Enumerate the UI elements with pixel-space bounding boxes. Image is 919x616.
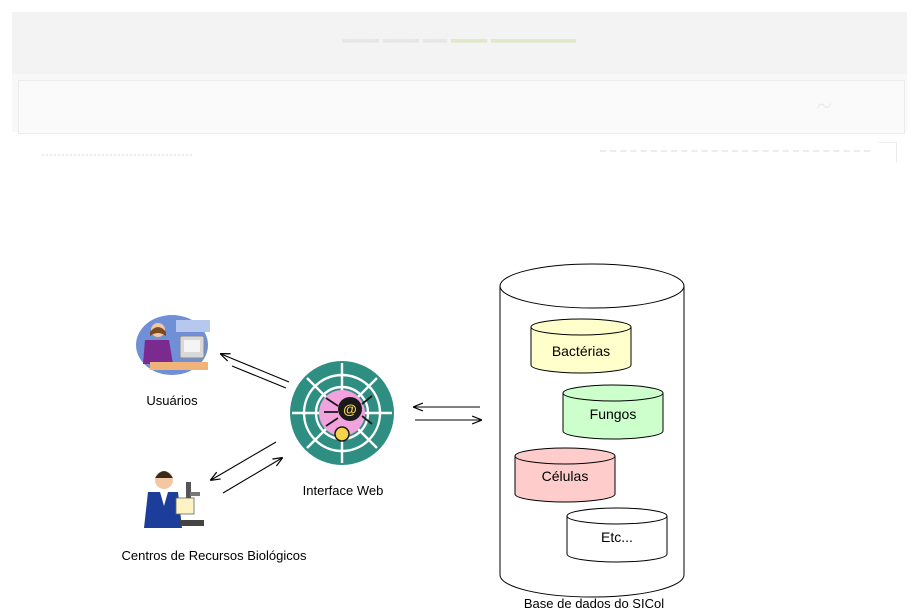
db-item-label: Bactérias bbox=[552, 343, 610, 359]
label-interface-web: Interface Web bbox=[303, 483, 384, 498]
arrow-to-usuarios-a bbox=[221, 354, 290, 383]
faded-dotted-line bbox=[42, 154, 192, 162]
faded-header-banner: ▬▬▬ ▬▬▬ ▬▬ ▬▬▬ ▬▬▬▬▬▬▬ ~ bbox=[12, 12, 907, 134]
svg-text:@: @ bbox=[343, 401, 357, 417]
faded-dashed-line bbox=[600, 150, 870, 162]
arrow-interface-to-centros bbox=[211, 441, 277, 480]
faded-header-box: ~ bbox=[18, 80, 905, 134]
db-item-label: Fungos bbox=[590, 406, 637, 422]
label-database: Base de dados do SICol bbox=[524, 596, 664, 611]
db-item-label: Etc... bbox=[601, 529, 633, 545]
db-item-celulas: Células bbox=[514, 447, 616, 503]
label-centros: Centros de Recursos Biológicos bbox=[122, 548, 307, 563]
db-item-etc: Etc... bbox=[566, 507, 668, 563]
db-item-bacterias: Bactérias bbox=[530, 318, 632, 374]
db-item-fungos: Fungos bbox=[562, 384, 664, 440]
faded-header-strip: ▬▬▬ ▬▬▬ ▬▬ ▬▬▬ ▬▬▬▬▬▬▬ bbox=[12, 12, 907, 74]
web-spider-icon: @ bbox=[290, 361, 394, 465]
scientist-microscope-icon bbox=[144, 471, 204, 528]
db-item-label: Células bbox=[542, 468, 589, 484]
label-usuarios: Usuários bbox=[146, 393, 198, 408]
arrow-to-usuarios-b bbox=[231, 365, 287, 389]
arrow-centros-to-interface bbox=[222, 458, 282, 494]
faded-frame-corner bbox=[878, 142, 897, 163]
user-computer-icon bbox=[136, 315, 210, 375]
arrows-group bbox=[211, 354, 481, 494]
